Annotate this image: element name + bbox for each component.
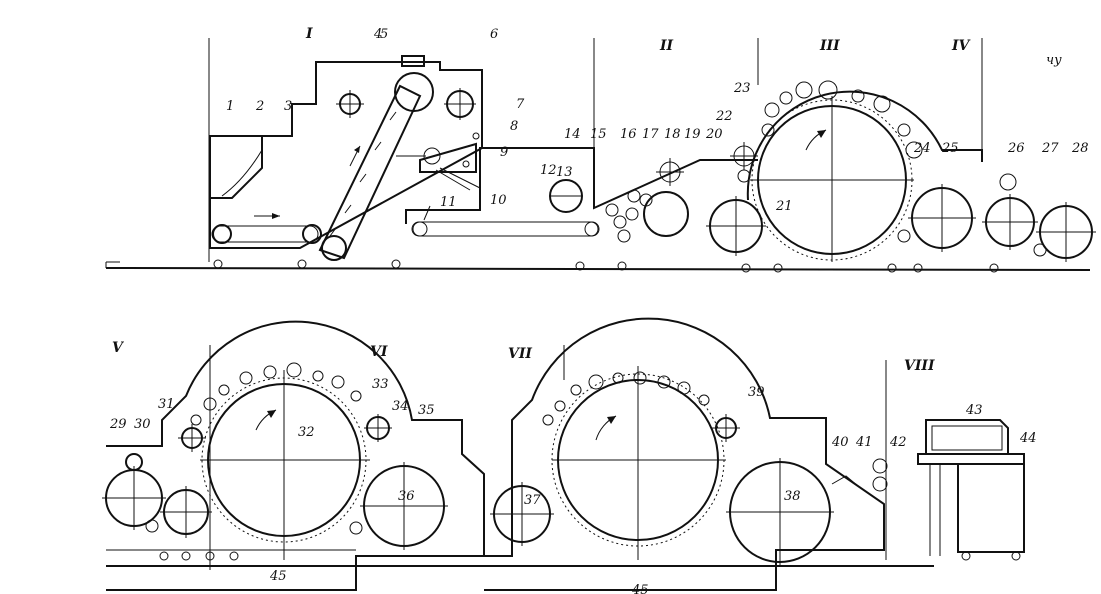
part-label-38: 38: [784, 489, 801, 504]
workers-VII: [542, 371, 710, 426]
licker-in-group: [605, 158, 766, 256]
housing-VII: [484, 317, 885, 591]
section-label-iv: IV: [951, 38, 972, 54]
part-label-6: 6: [490, 27, 498, 42]
inclined-lattice-3: [318, 84, 422, 261]
doffer-group-top: [897, 173, 1096, 262]
floor-rollers-bottom: [159, 551, 239, 561]
hopper-1-curve: [221, 149, 263, 197]
part-label-23: 23: [733, 81, 751, 96]
part-label-25: 25: [941, 141, 959, 156]
bottom-machine: [102, 317, 1025, 591]
roll-42b: [872, 476, 888, 492]
housing-32: [106, 320, 485, 591]
part-label-26: 26: [1007, 141, 1025, 156]
corner-mark: чу: [1046, 53, 1062, 68]
part-label-15: 15: [590, 127, 607, 142]
section-label-iii: III: [819, 38, 840, 54]
part-label-1: 1: [226, 99, 234, 114]
part-label-20: 20: [705, 127, 723, 142]
feed-lattice-2: [211, 213, 322, 244]
part-label-37: 37: [524, 493, 541, 508]
part-label-35: 35: [418, 403, 435, 418]
part-label-22: 22: [715, 109, 733, 124]
part-label-27: 27: [1041, 141, 1059, 156]
part-label-2: 2: [255, 99, 264, 114]
part-label-30: 30: [134, 417, 151, 432]
section-label-vi: VI: [370, 344, 388, 360]
part-label-31: 31: [158, 397, 175, 412]
part-label-12: 12: [540, 163, 557, 178]
roll-5: [394, 72, 434, 112]
part-label-43: 43: [965, 403, 983, 418]
section-label-ii: II: [659, 38, 674, 54]
cylinder-21: [730, 80, 983, 262]
floor-rollers-top: [213, 259, 999, 273]
part-label-45: 45: [269, 569, 287, 584]
part-label-21: 21: [775, 199, 793, 214]
part-label-40: 40: [831, 435, 849, 450]
feed-housing-2: [405, 147, 758, 224]
part-label-3: 3: [284, 99, 292, 114]
section-label-i: I: [305, 26, 313, 42]
part-label-11: 11: [440, 195, 457, 210]
section-label-vii: VII: [508, 346, 532, 362]
part-label-29: 29: [109, 417, 127, 432]
section-label-viii: VIII: [904, 358, 935, 374]
part-label-45: 45: [631, 583, 649, 594]
part-label-32: 32: [298, 425, 315, 440]
hopper-1: [210, 135, 263, 199]
part-label-10: 10: [490, 193, 507, 208]
part-label-9: 9: [500, 145, 508, 160]
feed-lattice-12: [411, 205, 600, 237]
part-label-33: 33: [372, 377, 389, 392]
part-label-14: 14: [564, 127, 581, 142]
part-label-8: 8: [510, 119, 518, 134]
part-label-42: 42: [889, 435, 907, 450]
comb-40: [831, 475, 859, 487]
part-label-39: 39: [748, 385, 765, 400]
weighing-pan: [419, 142, 477, 173]
part-label-18: 18: [664, 127, 681, 142]
roll-42a: [872, 458, 888, 474]
floor-line-top: [105, 267, 1091, 271]
part-label-41: 41: [855, 435, 873, 450]
part-label-19: 19: [684, 127, 701, 142]
top-machine: [105, 38, 1096, 273]
section-label-v: V: [112, 340, 125, 356]
clearer-5: [401, 55, 425, 67]
part-label-17: 17: [642, 127, 659, 142]
part-label-7: 7: [516, 97, 525, 112]
part-label-5: 5: [380, 27, 388, 42]
part-label-16: 16: [620, 127, 637, 142]
workers-32: [190, 362, 362, 426]
part-label-44: 44: [1019, 431, 1037, 446]
hopper-housing: [209, 61, 483, 249]
coiler-can: [917, 419, 1025, 561]
part-label-24: 24: [913, 141, 931, 156]
part-label-34: 34: [392, 399, 409, 414]
part-label-28: 28: [1071, 141, 1089, 156]
part-label-36: 36: [398, 489, 415, 504]
part-label-4: 4: [373, 27, 382, 42]
part-label-13: 13: [556, 165, 573, 180]
